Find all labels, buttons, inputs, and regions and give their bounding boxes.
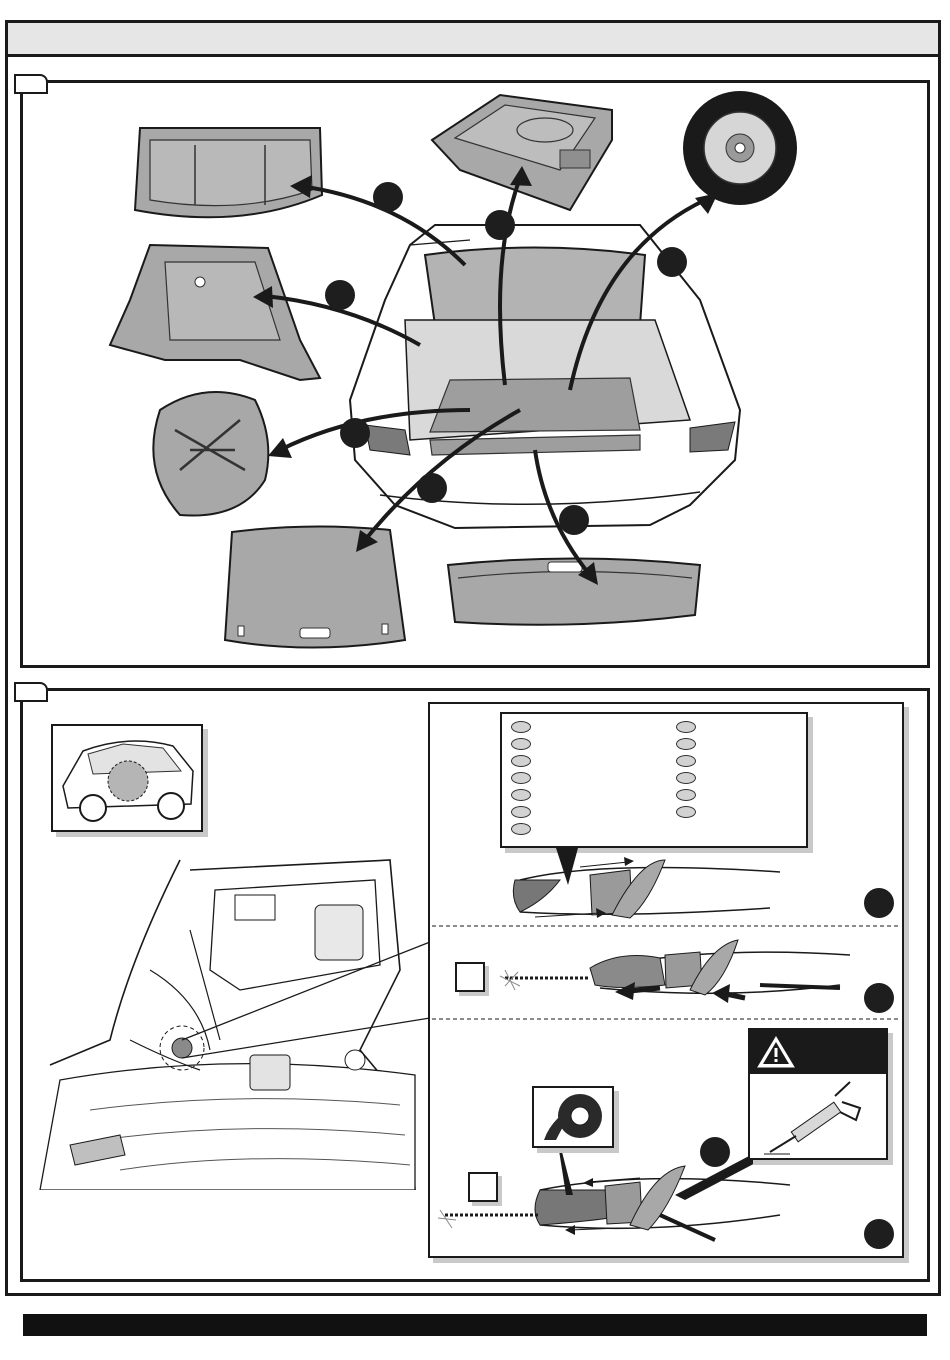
legend-oval (676, 721, 696, 733)
vehicle-side-icon (53, 726, 201, 830)
legend-oval (676, 789, 696, 801)
callout-step-c (700, 1137, 730, 1167)
legend-oval (676, 806, 696, 818)
callout-step-d (864, 1219, 894, 1249)
sealant-legend-box (500, 712, 808, 848)
legend-right-column (676, 721, 696, 818)
footer-bar (23, 1314, 927, 1336)
legend-oval (511, 721, 531, 733)
legend-oval (511, 738, 531, 750)
callout-step-a (864, 888, 894, 918)
step-marker-box-2 (468, 1172, 498, 1202)
step-1-illustration (23, 83, 927, 665)
legend-oval (676, 772, 696, 784)
vehicle-thumbnail (51, 724, 203, 832)
legend-oval (511, 823, 531, 835)
sequence-step-1 (513, 857, 780, 918)
legend-oval (511, 806, 531, 818)
legend-oval (511, 789, 531, 801)
zoom-lines (180, 940, 440, 1080)
spare-wheel-icon (683, 91, 797, 205)
floor-cover-icon (225, 526, 405, 647)
sequence-step-2 (500, 940, 850, 1003)
legend-oval (676, 755, 696, 767)
legend-oval (676, 738, 696, 750)
tape-roll-icon (534, 1088, 612, 1146)
tool-kit-tray-icon (153, 392, 268, 516)
side-trim-panel-icon (110, 245, 320, 380)
step-2-tab (14, 682, 48, 702)
legend-oval (511, 772, 531, 784)
parcel-shelf-icon (135, 128, 322, 217)
legend-left-column (511, 721, 531, 835)
step-marker-box-1 (455, 962, 485, 992)
warning-box (748, 1028, 888, 1160)
header-bar (8, 23, 938, 57)
callout-step-b (864, 983, 894, 1013)
tape-roll-box (532, 1086, 614, 1148)
sealant-gun-icon (760, 1078, 880, 1156)
storage-tray-icon (432, 95, 612, 210)
warning-triangle-icon (756, 1035, 796, 1069)
sill-trim-icon (448, 559, 700, 625)
legend-oval (511, 755, 531, 767)
